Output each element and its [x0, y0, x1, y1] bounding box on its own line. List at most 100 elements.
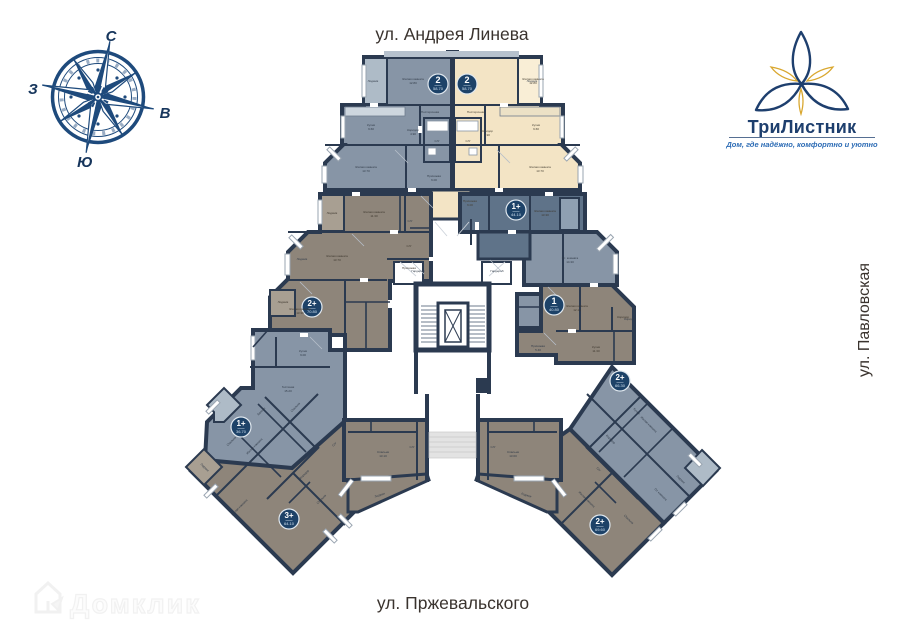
- svg-text:ул. Андрея Линева: ул. Андрея Линева: [375, 24, 528, 44]
- svg-text:Балкон: Балкон: [256, 406, 266, 416]
- svg-text:Лоджия: Лоджия: [374, 491, 386, 498]
- svg-text:Спальня: Спальня: [377, 450, 389, 454]
- svg-text:13.70: 13.70: [362, 169, 370, 173]
- svg-text:Лоджия: Лоджия: [278, 300, 289, 304]
- svg-text:2: 2: [435, 75, 440, 85]
- svg-text:6.00: 6.00: [431, 178, 437, 182]
- svg-text:1+: 1+: [236, 419, 245, 428]
- svg-text:2: 2: [464, 75, 469, 85]
- svg-text:15.20: 15.20: [284, 389, 292, 393]
- svg-text:Лоджия: Лоджия: [527, 79, 538, 83]
- svg-text:66.30: 66.30: [615, 383, 626, 388]
- svg-text:44.10: 44.10: [511, 212, 522, 217]
- svg-text:13.60: 13.60: [509, 454, 517, 458]
- svg-text:Лоджия: Лоджия: [200, 462, 211, 473]
- svg-text:Прихожая: Прихожая: [463, 199, 477, 203]
- svg-text:Кухня: Кухня: [632, 407, 641, 416]
- svg-text:Жилая комната: Жилая комната: [289, 307, 311, 311]
- svg-text:С/У: С/У: [491, 445, 496, 449]
- svg-text:С/У: С/У: [435, 139, 440, 143]
- svg-text:70.80: 70.80: [307, 309, 318, 314]
- svg-text:Жилая комната: Жилая комната: [363, 210, 385, 214]
- svg-text:9.00: 9.00: [300, 353, 306, 357]
- svg-text:Прихожая: Прихожая: [531, 344, 545, 348]
- svg-text:С/У: С/У: [410, 445, 415, 449]
- svg-text:Спальня: Спальня: [623, 514, 635, 526]
- svg-text:11.30: 11.30: [370, 214, 378, 218]
- svg-text:9.60: 9.60: [533, 127, 539, 131]
- svg-text:6.00: 6.00: [467, 203, 473, 207]
- svg-text:Жилая комната: Жилая комната: [529, 165, 551, 169]
- svg-text:Постирочная: Постирочная: [467, 110, 486, 114]
- svg-text:Дом, где надёжно, комфортно и: Дом, где надёжно, комфортно и уютно: [725, 140, 878, 149]
- svg-text:Коридор: Коридор: [299, 468, 310, 479]
- svg-text:Спальня: Спальня: [226, 435, 238, 447]
- svg-text:58.70: 58.70: [433, 86, 444, 91]
- svg-text:С/У: С/У: [596, 466, 602, 472]
- svg-text:4.25: 4.25: [465, 143, 471, 147]
- svg-text:36.70: 36.70: [236, 429, 247, 434]
- svg-text:64.10: 64.10: [284, 521, 295, 526]
- svg-text:69.60: 69.60: [595, 527, 606, 532]
- svg-text:Жилая комната: Жилая комната: [326, 254, 348, 258]
- svg-text:13.30: 13.30: [296, 311, 304, 315]
- svg-text:Коридор: Коридор: [624, 317, 636, 321]
- svg-text:4.90: 4.90: [484, 133, 490, 137]
- svg-text:Спальня: Спальня: [507, 450, 519, 454]
- svg-text:Гардероб: Гардероб: [411, 269, 424, 273]
- svg-text:Гардероб: Гардероб: [490, 269, 503, 273]
- svg-text:14.30: 14.30: [566, 260, 574, 264]
- svg-text:13.30: 13.30: [541, 213, 549, 217]
- svg-text:4.90: 4.90: [410, 132, 416, 136]
- svg-text:11.30: 11.30: [592, 349, 600, 353]
- svg-text:Ю: Ю: [77, 154, 93, 171]
- svg-text:ул. Пржевальского: ул. Пржевальского: [377, 593, 529, 613]
- svg-text:2+: 2+: [615, 373, 624, 382]
- svg-text:Прихожая: Прихожая: [402, 266, 416, 270]
- svg-text:2+: 2+: [595, 517, 604, 526]
- svg-text:Гостиная: Гостиная: [282, 385, 295, 389]
- svg-text:Домклик: Домклик: [70, 589, 201, 619]
- svg-text:Коридор: Коридор: [605, 434, 616, 445]
- svg-text:Кухня: Кухня: [299, 349, 307, 353]
- svg-text:Жилая комната: Жилая комната: [566, 304, 588, 308]
- svg-text:От. комната: От. комната: [562, 256, 579, 260]
- svg-text:Лоджия: Лоджия: [327, 211, 338, 215]
- svg-text:Лоджия: Лоджия: [521, 492, 533, 499]
- svg-text:С/У: С/У: [331, 441, 337, 447]
- svg-text:5.40: 5.40: [535, 348, 541, 352]
- svg-text:Лоджия: Лоджия: [368, 79, 379, 83]
- svg-text:Жилая комната: Жилая комната: [402, 77, 424, 81]
- svg-text:В: В: [160, 105, 171, 122]
- svg-text:Прихожая: Прихожая: [427, 174, 441, 178]
- svg-text:ул. Павловская: ул. Павловская: [856, 263, 873, 377]
- svg-text:4.24: 4.24: [434, 143, 440, 147]
- svg-text:9.60: 9.60: [368, 127, 374, 131]
- svg-text:Кухня: Кухня: [532, 123, 540, 127]
- svg-text:2+: 2+: [307, 299, 316, 308]
- svg-text:13.70: 13.70: [333, 258, 341, 262]
- svg-text:13.70: 13.70: [536, 169, 544, 173]
- svg-text:Спальня: Спальня: [290, 401, 302, 413]
- svg-text:С/У: С/У: [466, 139, 471, 143]
- svg-text:Коридор: Коридор: [481, 129, 493, 133]
- svg-text:С/У: С/У: [408, 219, 413, 223]
- svg-text:З: З: [28, 81, 38, 98]
- svg-text:Жилая комната: Жилая комната: [355, 165, 377, 169]
- svg-text:Лоджия: Лоджия: [676, 474, 687, 485]
- svg-text:58.70: 58.70: [462, 86, 473, 91]
- svg-text:12.80: 12.80: [409, 81, 417, 85]
- svg-text:Коридор: Коридор: [617, 315, 629, 319]
- svg-text:Кухня: Кухня: [592, 345, 600, 349]
- svg-text:40.80: 40.80: [549, 307, 560, 312]
- svg-text:1: 1: [551, 296, 556, 306]
- svg-text:Спальня: Спальня: [316, 493, 328, 505]
- svg-text:Кухня: Кухня: [367, 123, 375, 127]
- svg-text:3+: 3+: [284, 511, 293, 520]
- svg-text:13.10: 13.10: [379, 454, 387, 458]
- svg-text:С: С: [106, 28, 118, 45]
- svg-text:12.10: 12.10: [573, 308, 581, 312]
- svg-text:С/У: С/У: [407, 244, 412, 248]
- svg-text:12.80: 12.80: [529, 81, 537, 85]
- svg-text:ТриЛистник: ТриЛистник: [748, 117, 858, 137]
